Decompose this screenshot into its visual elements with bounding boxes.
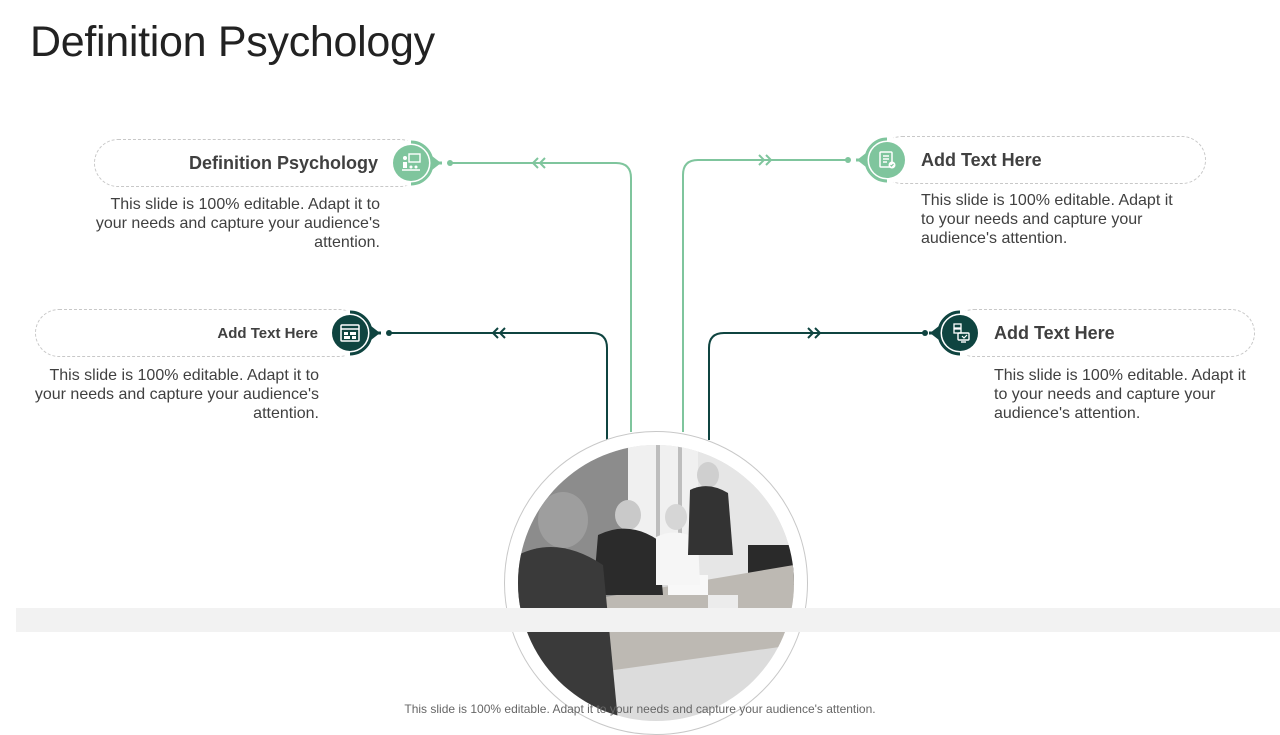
item-heading-1: Definition Psychology xyxy=(188,153,378,173)
badge-pointer-4 xyxy=(929,310,961,356)
item-description-3: This slide is 100% editable. Adapt it to… xyxy=(34,367,319,422)
item-heading-3: Add Text Here xyxy=(217,325,318,342)
connector-dot-top-left xyxy=(447,160,453,166)
item-heading-4: Add Text Here xyxy=(994,323,1115,343)
footer-note: This slide is 100% editable. Adapt it to… xyxy=(404,702,876,716)
badge-pointer-2 xyxy=(856,137,888,183)
item-badge-3 xyxy=(327,310,381,356)
connector-bottom-right xyxy=(708,332,925,440)
arrow-chevrons-top-left xyxy=(531,157,546,169)
footer-band xyxy=(16,608,1280,632)
connector-top-right xyxy=(682,159,848,432)
arrow-chevrons-top-right xyxy=(758,154,773,166)
badge-pointer-1 xyxy=(410,140,442,186)
page-title: Definition Psychology xyxy=(30,18,435,66)
center-photo-frame xyxy=(504,431,808,735)
arrow-chevrons-bottom-right xyxy=(807,327,822,339)
business-meeting-photo xyxy=(518,445,794,721)
connector-top-left xyxy=(450,162,632,432)
computer-network-icon xyxy=(942,315,978,351)
item-badge-4 xyxy=(929,310,983,356)
item-description-2: This slide is 100% editable. Adapt it to… xyxy=(921,192,1173,247)
connector-bottom-left xyxy=(389,332,608,440)
connector-lines xyxy=(386,154,928,440)
badge-pointer-3 xyxy=(349,310,381,356)
item-badge-2 xyxy=(856,137,910,183)
presentation-icon xyxy=(393,145,429,181)
item-badge-1 xyxy=(388,140,442,186)
connector-dot-bottom-left xyxy=(386,330,392,336)
item-heading-2: Add Text Here xyxy=(921,150,1042,170)
arrow-chevrons-bottom-left xyxy=(491,327,506,339)
dashboard-icon xyxy=(332,315,368,351)
item-description-4: This slide is 100% editable. Adapt it to… xyxy=(994,367,1246,422)
connector-dot-top-right xyxy=(845,157,851,163)
checklist-icon xyxy=(869,142,905,178)
connector-dot-bottom-right xyxy=(922,330,928,336)
item-description-1: This slide is 100% editable. Adapt it to… xyxy=(95,196,380,251)
